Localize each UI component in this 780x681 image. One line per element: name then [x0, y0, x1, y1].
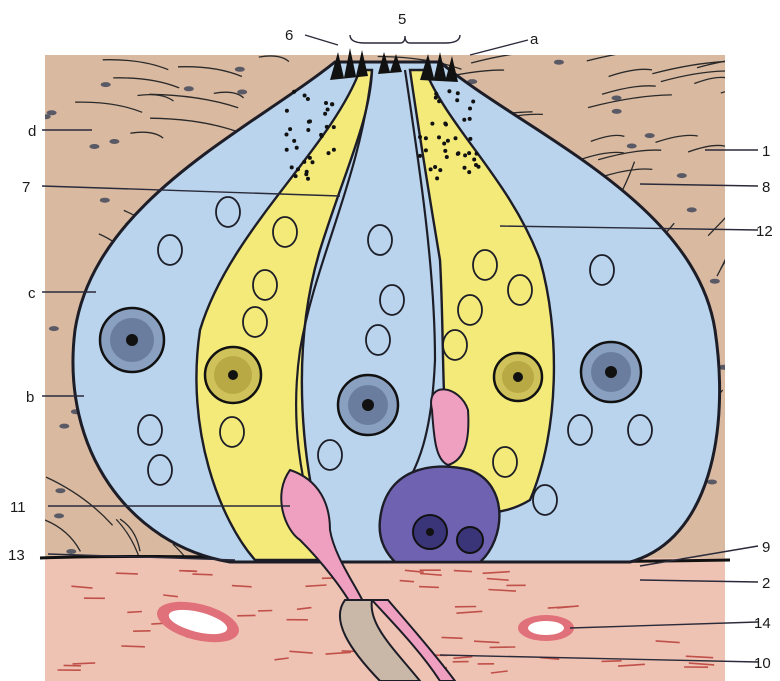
- label-c: c: [28, 285, 36, 302]
- label-10: 10: [754, 655, 771, 672]
- label-5: 5: [398, 11, 406, 28]
- label-14: 14: [754, 615, 771, 632]
- label-a: a: [530, 31, 539, 48]
- label-13: 13: [8, 547, 25, 564]
- label-d: d: [28, 123, 36, 140]
- label-11: 11: [10, 499, 26, 516]
- label-7: 7: [22, 179, 30, 196]
- label-1: 1: [762, 143, 770, 160]
- label-9: 9: [762, 539, 770, 556]
- blood-vessel-right: [518, 615, 574, 641]
- label-b: b: [26, 389, 34, 406]
- label-6: 6: [285, 27, 293, 44]
- label-2: 2: [762, 575, 770, 592]
- label-12: 12: [756, 223, 773, 240]
- label-8: 8: [762, 179, 770, 196]
